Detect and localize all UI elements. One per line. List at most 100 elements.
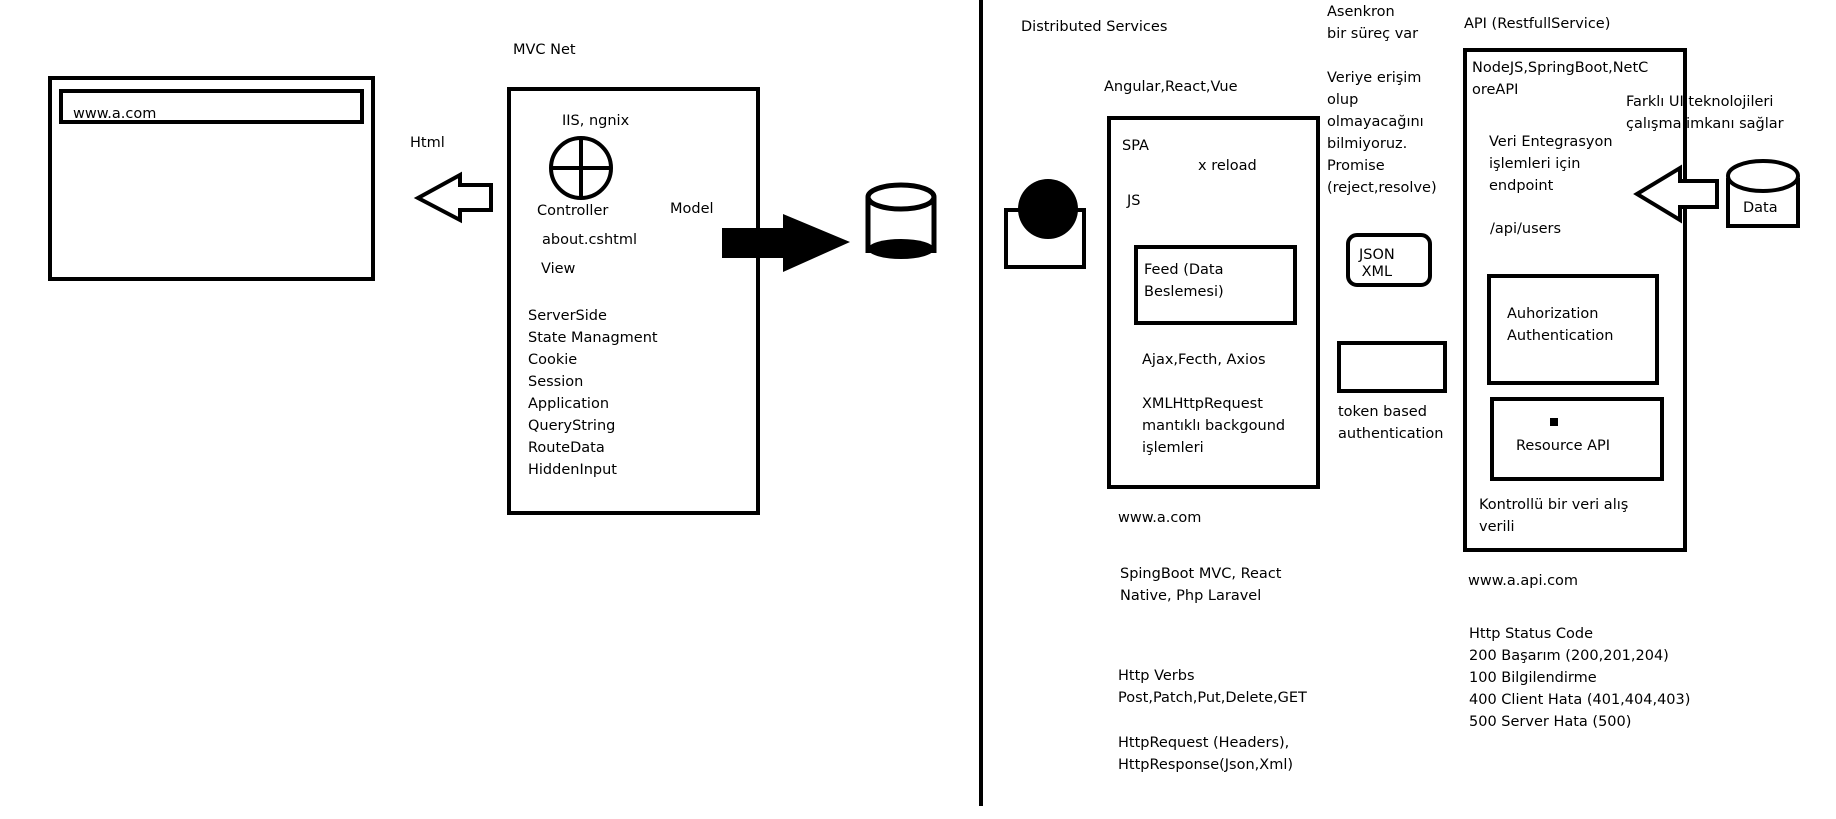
- format-line: JSON: [1359, 247, 1395, 263]
- auth-line: Auhorization: [1507, 306, 1599, 322]
- async-line: bir süreç var: [1327, 26, 1419, 42]
- endpoint-line: Veri Entegrasyon: [1489, 134, 1613, 150]
- format-text: JSON XML: [1359, 247, 1395, 281]
- state-list-item: Session: [528, 374, 584, 390]
- state-list-item: HiddenInput: [528, 462, 617, 478]
- view-label: View: [541, 261, 576, 277]
- endpoint-text: Veri Entegrasyon işlemleri için endpoint: [1489, 131, 1613, 197]
- api-tech-text: NodeJS,SpringBoot,NetC oreAPI: [1472, 57, 1648, 101]
- feed-box: [1134, 245, 1297, 325]
- controlled-data-text: Kontrollü bir veri alış verili: [1479, 494, 1628, 538]
- http-line: HttpRequest (Headers),: [1118, 735, 1290, 751]
- api-title: API (RestfullService): [1464, 16, 1611, 32]
- status-line: 100 Bilgilendirme: [1469, 670, 1597, 686]
- html-response-arrow: [413, 171, 493, 224]
- feed-line: Feed (Data: [1144, 262, 1224, 278]
- xhr-line: XMLHttpRequest: [1142, 396, 1263, 412]
- async-line: Asenkron: [1327, 4, 1395, 20]
- token-box: [1337, 341, 1447, 393]
- stack-line: Native, Php Laravel: [1120, 588, 1262, 604]
- state-list-item: ServerSide: [528, 308, 607, 324]
- http-request-response-text: HttpRequest (Headers), HttpResponse(Json…: [1118, 732, 1293, 776]
- api-box: [1463, 48, 1687, 552]
- resource-api-box: [1490, 397, 1664, 481]
- ajax-label: Ajax,Fecth, Axios: [1142, 352, 1266, 368]
- js-label: JS: [1127, 193, 1141, 209]
- controlled-line: Kontrollü bir veri alış: [1479, 497, 1629, 513]
- http-status-codes: Http Status Code 200 Başarım (200,201,20…: [1469, 623, 1690, 733]
- auth-text: Auhorization Authentication: [1507, 303, 1613, 347]
- mvc-box: [507, 87, 760, 515]
- promise-note: Veriye erişim olup olmayacağını bilmiyor…: [1327, 67, 1437, 199]
- users-path: /api/users: [1490, 221, 1562, 237]
- reload-label: x reload: [1198, 158, 1257, 174]
- xhr-line: mantıklı backgound: [1142, 418, 1286, 434]
- endpoint-line: işlemleri için: [1489, 156, 1581, 172]
- spa-label: SPA: [1122, 138, 1149, 154]
- status-line: 200 Başarım (200,201,204): [1469, 648, 1669, 664]
- frameworks-label: Angular,React,Vue: [1104, 79, 1238, 95]
- client-icon: [1004, 179, 1086, 269]
- view-file-label: about.cshtml: [542, 232, 638, 248]
- tech-line: oreAPI: [1472, 82, 1519, 98]
- promise-line: olmayacağını: [1327, 114, 1424, 130]
- json-xml-box: [1346, 233, 1432, 287]
- async-note: Asenkron bir süreç var: [1327, 1, 1418, 45]
- status-line: 400 Client Hata (401,404,403): [1469, 692, 1691, 708]
- http-verbs-text: Http Verbs Post,Patch,Put,Delete,GET: [1118, 665, 1307, 709]
- browser-address-bar: [59, 89, 364, 124]
- token-line: authentication: [1338, 426, 1444, 442]
- auth-box: [1487, 274, 1659, 385]
- spa-domain: www.a.com: [1118, 510, 1202, 526]
- verbs-line: Post,Patch,Put,Delete,GET: [1118, 690, 1307, 706]
- feed-line: Beslemesi): [1144, 284, 1224, 300]
- status-line: 500 Server Hata (500): [1469, 714, 1632, 730]
- model-arrow: [722, 214, 850, 272]
- token-line: token based: [1338, 404, 1427, 420]
- browser-url: www.a.com: [73, 106, 157, 122]
- state-management-list: ServerSide State Managment Cookie Sessio…: [528, 305, 658, 481]
- data-source-icon: [1726, 159, 1800, 228]
- spa-box: [1107, 116, 1320, 489]
- xhr-text: XMLHttpRequest mantıklı backgound işleml…: [1142, 393, 1285, 459]
- state-list-item: Cookie: [528, 352, 578, 368]
- resource-api-label: Resource API: [1516, 438, 1611, 454]
- stack-line: SpingBoot MVC, React: [1120, 566, 1282, 582]
- ui-line: çalışma imkanı sağlar: [1626, 116, 1784, 132]
- xhr-line: işlemleri: [1142, 440, 1204, 456]
- server-label: IIS, ngnix: [562, 113, 630, 129]
- promise-line: Promise: [1327, 158, 1385, 174]
- stack-text: SpingBoot MVC, React Native, Php Laravel: [1120, 563, 1281, 607]
- distributed-services-title: Distributed Services: [1021, 19, 1168, 35]
- state-list-item: State Managment: [528, 330, 658, 346]
- verbs-line: Http Verbs: [1118, 668, 1195, 684]
- auth-line: Authentication: [1507, 328, 1614, 344]
- state-list-item: RouteData: [528, 440, 605, 456]
- ui-line: Farklı UI teknolojileri: [1626, 94, 1774, 110]
- http-line: HttpResponse(Json,Xml): [1118, 757, 1294, 773]
- ui-tech-note: Farklı UI teknolojileri çalışma imkanı s…: [1626, 91, 1784, 135]
- promise-line: Veriye erişim: [1327, 70, 1422, 86]
- database-icon: [865, 182, 937, 259]
- promise-line: (reject,resolve): [1327, 180, 1437, 196]
- promise-line: bilmiyoruz.: [1327, 136, 1408, 152]
- html-label: Html: [410, 135, 445, 151]
- status-line: Http Status Code: [1469, 626, 1594, 642]
- state-list-item: QueryString: [528, 418, 616, 434]
- controlled-line: verili: [1479, 519, 1515, 535]
- api-domain: www.a.api.com: [1468, 573, 1579, 589]
- endpoint-line: endpoint: [1489, 178, 1554, 194]
- format-line: XML: [1361, 264, 1393, 280]
- data-label: Data: [1743, 200, 1778, 216]
- feed-text: Feed (Data Beslemesi): [1144, 259, 1224, 303]
- resource-marker: [1550, 418, 1558, 426]
- browser-window: [48, 76, 375, 281]
- mvc-title: MVC Net: [513, 42, 576, 58]
- controller-label: Controller: [537, 203, 609, 219]
- data-arrow: [1633, 164, 1719, 224]
- model-label: Model: [670, 201, 714, 217]
- state-list-item: Application: [528, 396, 610, 412]
- token-note: token based authentication: [1338, 401, 1443, 445]
